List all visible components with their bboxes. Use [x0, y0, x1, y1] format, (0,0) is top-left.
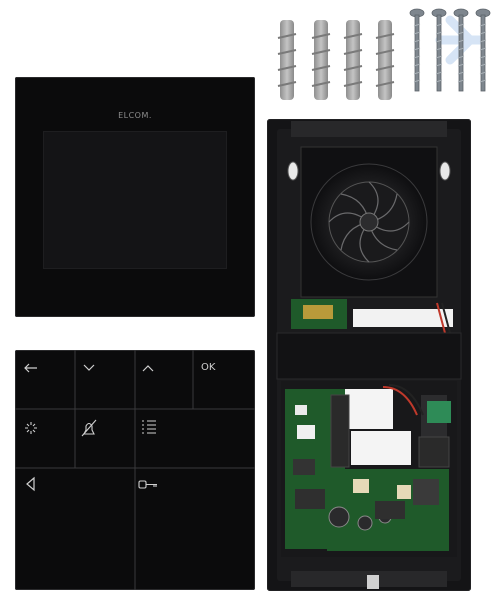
door-station-housing	[266, 118, 472, 592]
display-screen	[43, 131, 227, 269]
brightness-icon[interactable]	[25, 422, 37, 434]
main-circuit-board	[285, 384, 451, 551]
ok-button-label[interactable]: OK	[201, 362, 216, 373]
chevron-down-icon[interactable]	[83, 364, 95, 371]
arrow-left-icon[interactable]	[24, 363, 37, 373]
upper-connector-board	[291, 299, 453, 334]
chevron-up-icon[interactable]	[142, 365, 154, 372]
screw	[431, 8, 447, 92]
intercom-keypad: OK	[15, 350, 255, 590]
wall-plugs	[270, 14, 410, 104]
screw	[453, 8, 469, 92]
wall-plug	[277, 20, 297, 100]
brand-logo: ELCOM.	[118, 111, 152, 120]
wall-plug	[343, 20, 363, 100]
screws	[408, 6, 498, 96]
speaker	[300, 146, 438, 298]
wall-plug	[311, 20, 331, 100]
wall-plug	[375, 20, 395, 100]
volume-icon[interactable]	[26, 476, 35, 492]
intercom-monitor: ELCOM.	[15, 77, 255, 317]
screw	[409, 8, 425, 92]
screw	[475, 8, 491, 92]
bell-off-icon[interactable]	[81, 419, 97, 437]
key-icon[interactable]	[138, 480, 157, 489]
list-icon[interactable]	[142, 420, 156, 434]
